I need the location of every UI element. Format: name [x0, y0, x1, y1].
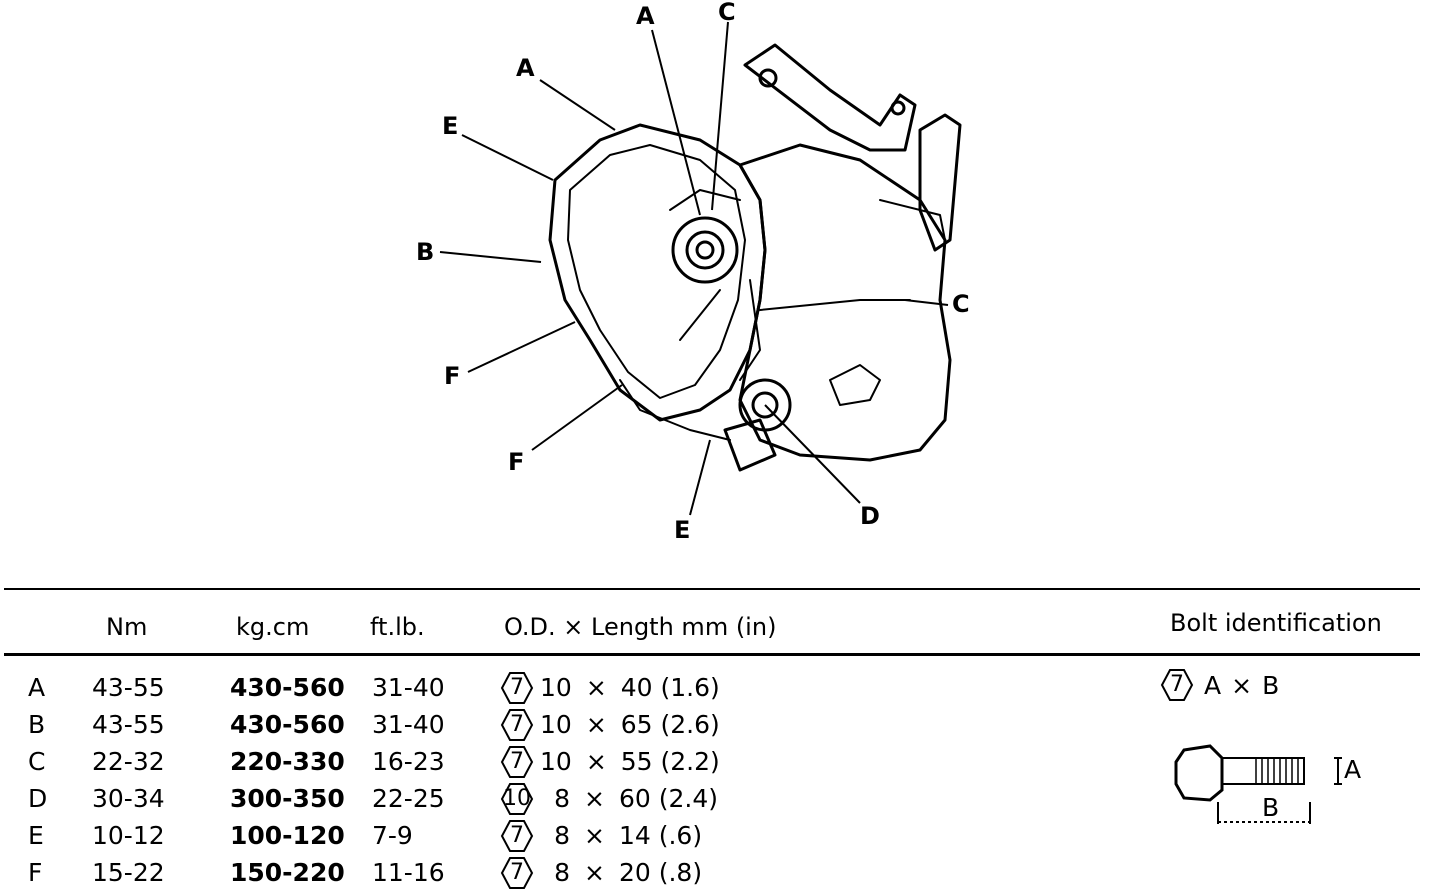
row-od-length: 10 8 × 60 (2.4)	[500, 781, 718, 817]
header-bolt-identification: Bolt identification	[1170, 609, 1382, 637]
bolt-dim-b: B	[1262, 793, 1280, 822]
hex-head-icon: 7	[500, 856, 534, 890]
hex-head-icon: 7	[500, 671, 534, 705]
row-kgcm: 300-350	[230, 784, 345, 813]
row-letter: B	[28, 710, 46, 739]
bolt-formula-a: A	[1204, 670, 1222, 700]
row-ftlb: 11-16	[372, 858, 445, 887]
callout-d-bottom: D	[860, 502, 880, 530]
row-od: 8	[554, 858, 570, 887]
row-letter: A	[28, 673, 46, 702]
row-kgcm: 430-560	[230, 710, 345, 739]
table-header-rule	[4, 653, 1420, 656]
header-kgcm: kg.cm	[236, 613, 310, 641]
row-nm: 43-55	[92, 710, 165, 739]
row-times: ×	[585, 747, 607, 776]
row-nm: 15-22	[92, 858, 165, 887]
row-times: ×	[584, 784, 605, 813]
table-top-rule	[4, 588, 1420, 590]
callout-f-lower: F	[508, 448, 525, 476]
row-od: 10	[540, 710, 572, 739]
hex-head-icon: 10	[500, 782, 534, 816]
hex-head-icon: 7	[1160, 668, 1194, 702]
row-times: ×	[584, 858, 605, 887]
row-length: 40 (1.6)	[620, 673, 720, 702]
header-od-length: O.D. × Length mm (in)	[504, 613, 777, 641]
row-ftlb: 7-9	[372, 821, 413, 850]
row-od: 8	[554, 821, 570, 850]
row-length: 65 (2.6)	[620, 710, 720, 739]
bolt-dim-a: A	[1344, 755, 1362, 784]
transaxle-diagram	[439, 21, 962, 516]
header-ftlb: ft.lb.	[370, 613, 425, 641]
transmission-case	[738, 143, 952, 462]
row-times: ×	[585, 710, 607, 739]
row-nm: 22-32	[92, 747, 165, 776]
row-letter: F	[28, 858, 43, 887]
row-times: ×	[585, 673, 607, 702]
row-kgcm: 220-330	[230, 747, 345, 776]
row-letter: E	[28, 821, 44, 850]
callout-a-left: A	[516, 54, 535, 82]
row-ftlb: 16-23	[372, 747, 445, 776]
bolt-drawing	[1174, 744, 1342, 824]
row-kgcm: 430-560	[230, 673, 345, 702]
hex-head-icon: 7	[500, 819, 534, 853]
callout-a-top: A	[636, 2, 655, 30]
bell-housing	[548, 123, 767, 422]
row-nm: 43-55	[92, 673, 165, 702]
header-nm: Nm	[106, 613, 148, 641]
row-letter: D	[28, 784, 48, 813]
callout-f-left: F	[444, 362, 461, 390]
hex-head-icon: 7	[500, 708, 534, 742]
callout-c-top: C	[718, 0, 736, 26]
row-times: ×	[584, 821, 605, 850]
row-ftlb: 31-40	[372, 673, 445, 702]
row-od: 8	[554, 784, 570, 813]
callout-b-left: B	[416, 238, 435, 266]
bolt-formula: 7 A × B	[1160, 668, 1279, 702]
callout-e-left: E	[442, 112, 459, 140]
row-ftlb: 31-40	[372, 710, 445, 739]
row-ftlb: 22-25	[372, 784, 445, 813]
callout-e-bottom: E	[674, 516, 691, 544]
callout-c-right: C	[952, 290, 970, 318]
table-row: D 30-34 300-350 22-25 10 8 × 60 (2.4)	[0, 781, 1440, 817]
row-kgcm: 150-220	[230, 858, 345, 887]
row-od: 10	[540, 673, 572, 702]
input-shaft	[671, 216, 739, 284]
bolt-formula-b: B	[1262, 670, 1280, 700]
row-kgcm: 100-120	[230, 821, 345, 850]
row-length: 60 (2.4)	[618, 784, 718, 813]
row-letter: C	[28, 747, 46, 776]
mount-bracket	[743, 43, 917, 152]
bolt-identification: 7 A × B	[1160, 668, 1279, 702]
row-nm: 10-12	[92, 821, 165, 850]
row-length: 20 (.8)	[618, 858, 703, 887]
row-length: 55 (2.2)	[620, 747, 720, 776]
row-length: 14 (.6)	[618, 821, 703, 850]
hex-head-icon: 7	[500, 745, 534, 779]
row-od: 10	[540, 747, 572, 776]
bolt-formula-times: ×	[1231, 670, 1253, 700]
row-nm: 30-34	[92, 784, 165, 813]
